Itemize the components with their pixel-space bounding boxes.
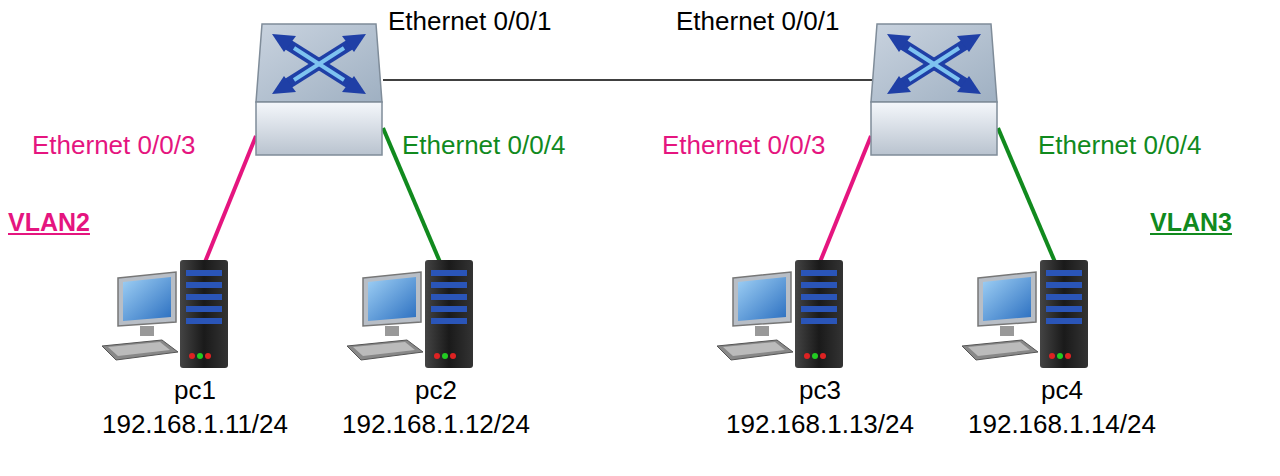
host-name: pc4 [968, 374, 1156, 408]
port-label: Ethernet 0/0/1 [676, 7, 839, 37]
host-name: pc1 [102, 374, 288, 408]
vlan-label: VLAN3 [1150, 208, 1232, 237]
vlan2-link [820, 136, 871, 262]
pc-label-group: pc2192.168.1.12/24 [342, 374, 530, 442]
pc-icon [717, 260, 843, 368]
port-label: Ethernet 0/0/3 [662, 131, 825, 161]
pc-label-group: pc1192.168.1.11/24 [102, 374, 288, 442]
ip-address: 192.168.1.13/24 [726, 408, 914, 442]
pc-label-group: pc3192.168.1.13/24 [726, 374, 914, 442]
host-name: pc2 [342, 374, 530, 408]
port-label: Ethernet 0/0/3 [32, 131, 195, 161]
pc-label-group: pc4192.168.1.14/24 [968, 374, 1156, 442]
host-name: pc3 [726, 374, 914, 408]
switch-icon [871, 24, 997, 155]
ip-address: 192.168.1.11/24 [102, 408, 288, 442]
ip-address: 192.168.1.12/24 [342, 408, 530, 442]
switch-icon [256, 24, 382, 155]
port-label: Ethernet 0/0/4 [1038, 131, 1201, 161]
vlan2-link [205, 136, 256, 262]
trunk-link [383, 79, 872, 81]
pc-icon [962, 260, 1088, 368]
pc-icon [347, 260, 473, 368]
ip-address: 192.168.1.14/24 [968, 408, 1156, 442]
port-label: Ethernet 0/0/4 [402, 131, 565, 161]
pc-icon [102, 260, 228, 368]
port-label: Ethernet 0/0/1 [388, 7, 551, 37]
vlan-label: VLAN2 [8, 208, 90, 237]
